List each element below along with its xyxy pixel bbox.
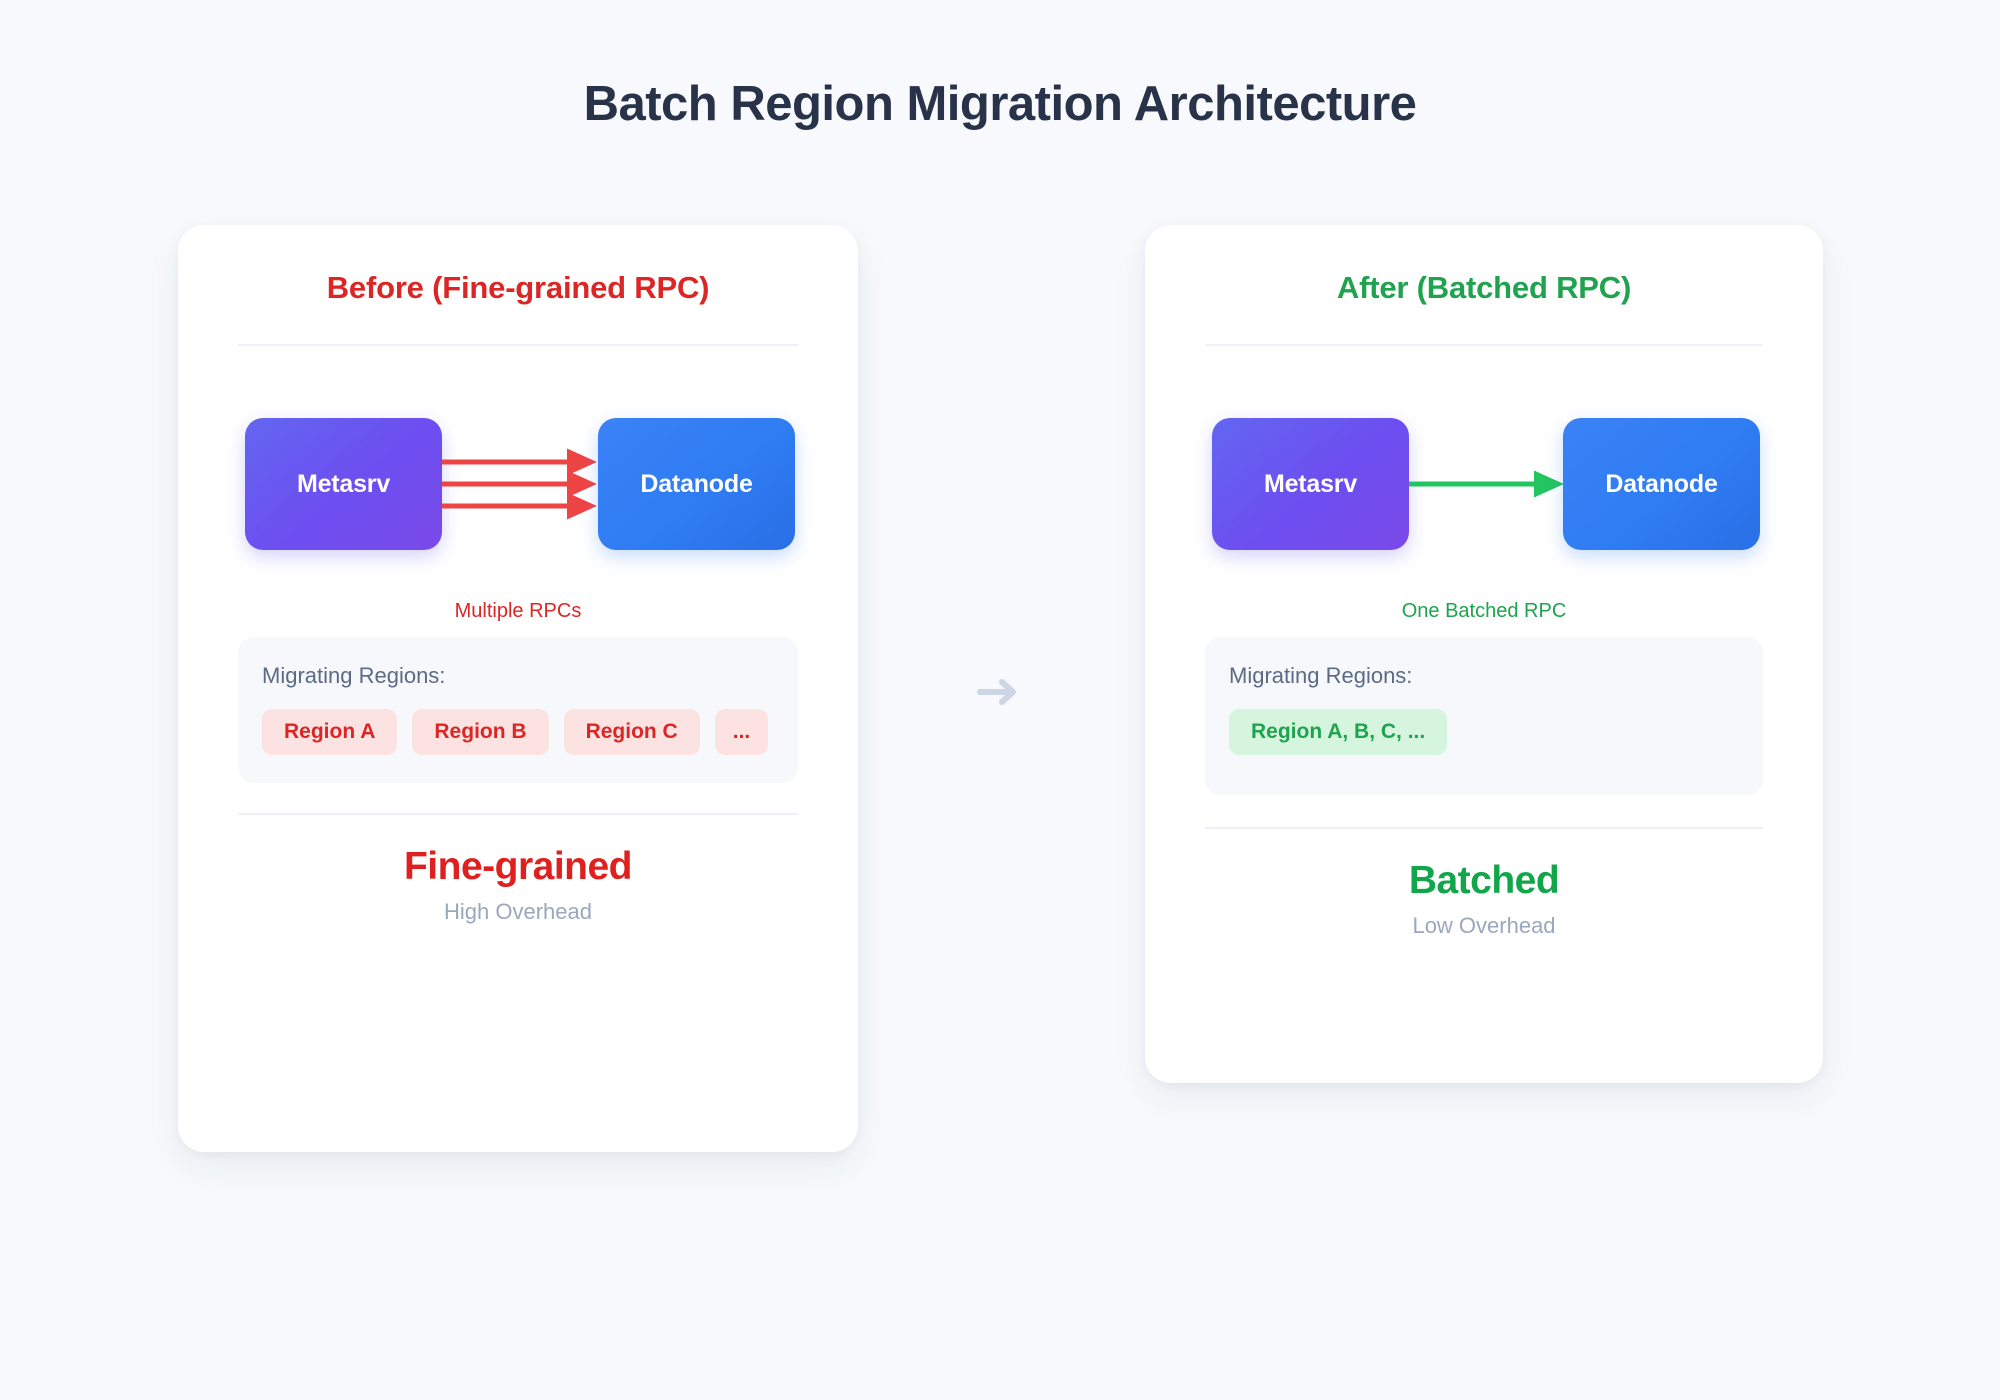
footer-title-before: Fine-grained (403, 845, 633, 888)
footer-subtitle-before: High Overhead (444, 899, 592, 924)
page-title: Batch Region Migration Architecture (583, 77, 1417, 131)
rpc-arrow-batched (1409, 470, 1565, 498)
card-before: Before (Fine-grained RPC) Metasrv (178, 225, 858, 1152)
region-badge[interactable]: Region C (563, 709, 700, 755)
node-metasrv: Metasrv (1212, 418, 1409, 550)
card-after-footer: Batched Low Overhead (1205, 827, 1763, 939)
region-badge-row-before: Region A Region B Region C ... (262, 709, 774, 755)
region-badge-batched[interactable]: Region A, B, C, ... (1229, 709, 1448, 755)
center-transition-arrow (965, 662, 1035, 722)
node-datanode: Datanode (1563, 418, 1760, 550)
region-badge[interactable]: Region B (412, 709, 549, 755)
regions-panel-before: Migrating Regions: Region A Region B Reg… (238, 637, 798, 783)
regions-panel-after: Migrating Regions: Region A, B, C, ... (1205, 637, 1763, 795)
footer-subtitle-after: Low Overhead (1412, 913, 1556, 938)
header-divider (238, 344, 798, 346)
comparison-cards: Before (Fine-grained RPC) Metasrv (0, 225, 2000, 1205)
header-divider (1205, 344, 1763, 346)
node-metasrv-label: Metasrv (1263, 469, 1358, 498)
diagram-before: Metasrv Datanode (238, 384, 798, 584)
node-metasrv: Metasrv (245, 418, 442, 550)
diagram-after: Metasrv Datanode (1205, 384, 1763, 584)
footer-divider (238, 813, 798, 815)
regions-label-before: Migrating Regions: (262, 663, 446, 688)
node-datanode: Datanode (598, 418, 795, 550)
region-badge-row-after: Region A, B, C, ... (1229, 709, 1739, 755)
card-before-footer: Fine-grained High Overhead (238, 813, 798, 925)
rpc-caption-after: One Batched RPC (1401, 600, 1567, 622)
rpc-arrows-multiple (442, 448, 598, 520)
region-badge[interactable]: Region A (262, 709, 398, 755)
card-before-header: Before (Fine-grained RPC) (326, 270, 710, 305)
card-after: After (Batched RPC) Metasrv Datanode (1145, 225, 1823, 1083)
node-datanode-label: Datanode (1605, 469, 1718, 498)
arrow-right-icon (977, 679, 1016, 705)
footer-divider (1205, 827, 1763, 829)
card-after-header: After (Batched RPC) (1336, 270, 1632, 305)
regions-label-after: Migrating Regions: (1229, 663, 1413, 688)
region-badge-more[interactable]: ... (714, 709, 769, 755)
footer-title-after: Batched (1408, 859, 1560, 902)
node-metasrv-label: Metasrv (296, 469, 391, 498)
node-datanode-label: Datanode (640, 469, 753, 498)
rpc-caption-before: Multiple RPCs (454, 600, 582, 622)
